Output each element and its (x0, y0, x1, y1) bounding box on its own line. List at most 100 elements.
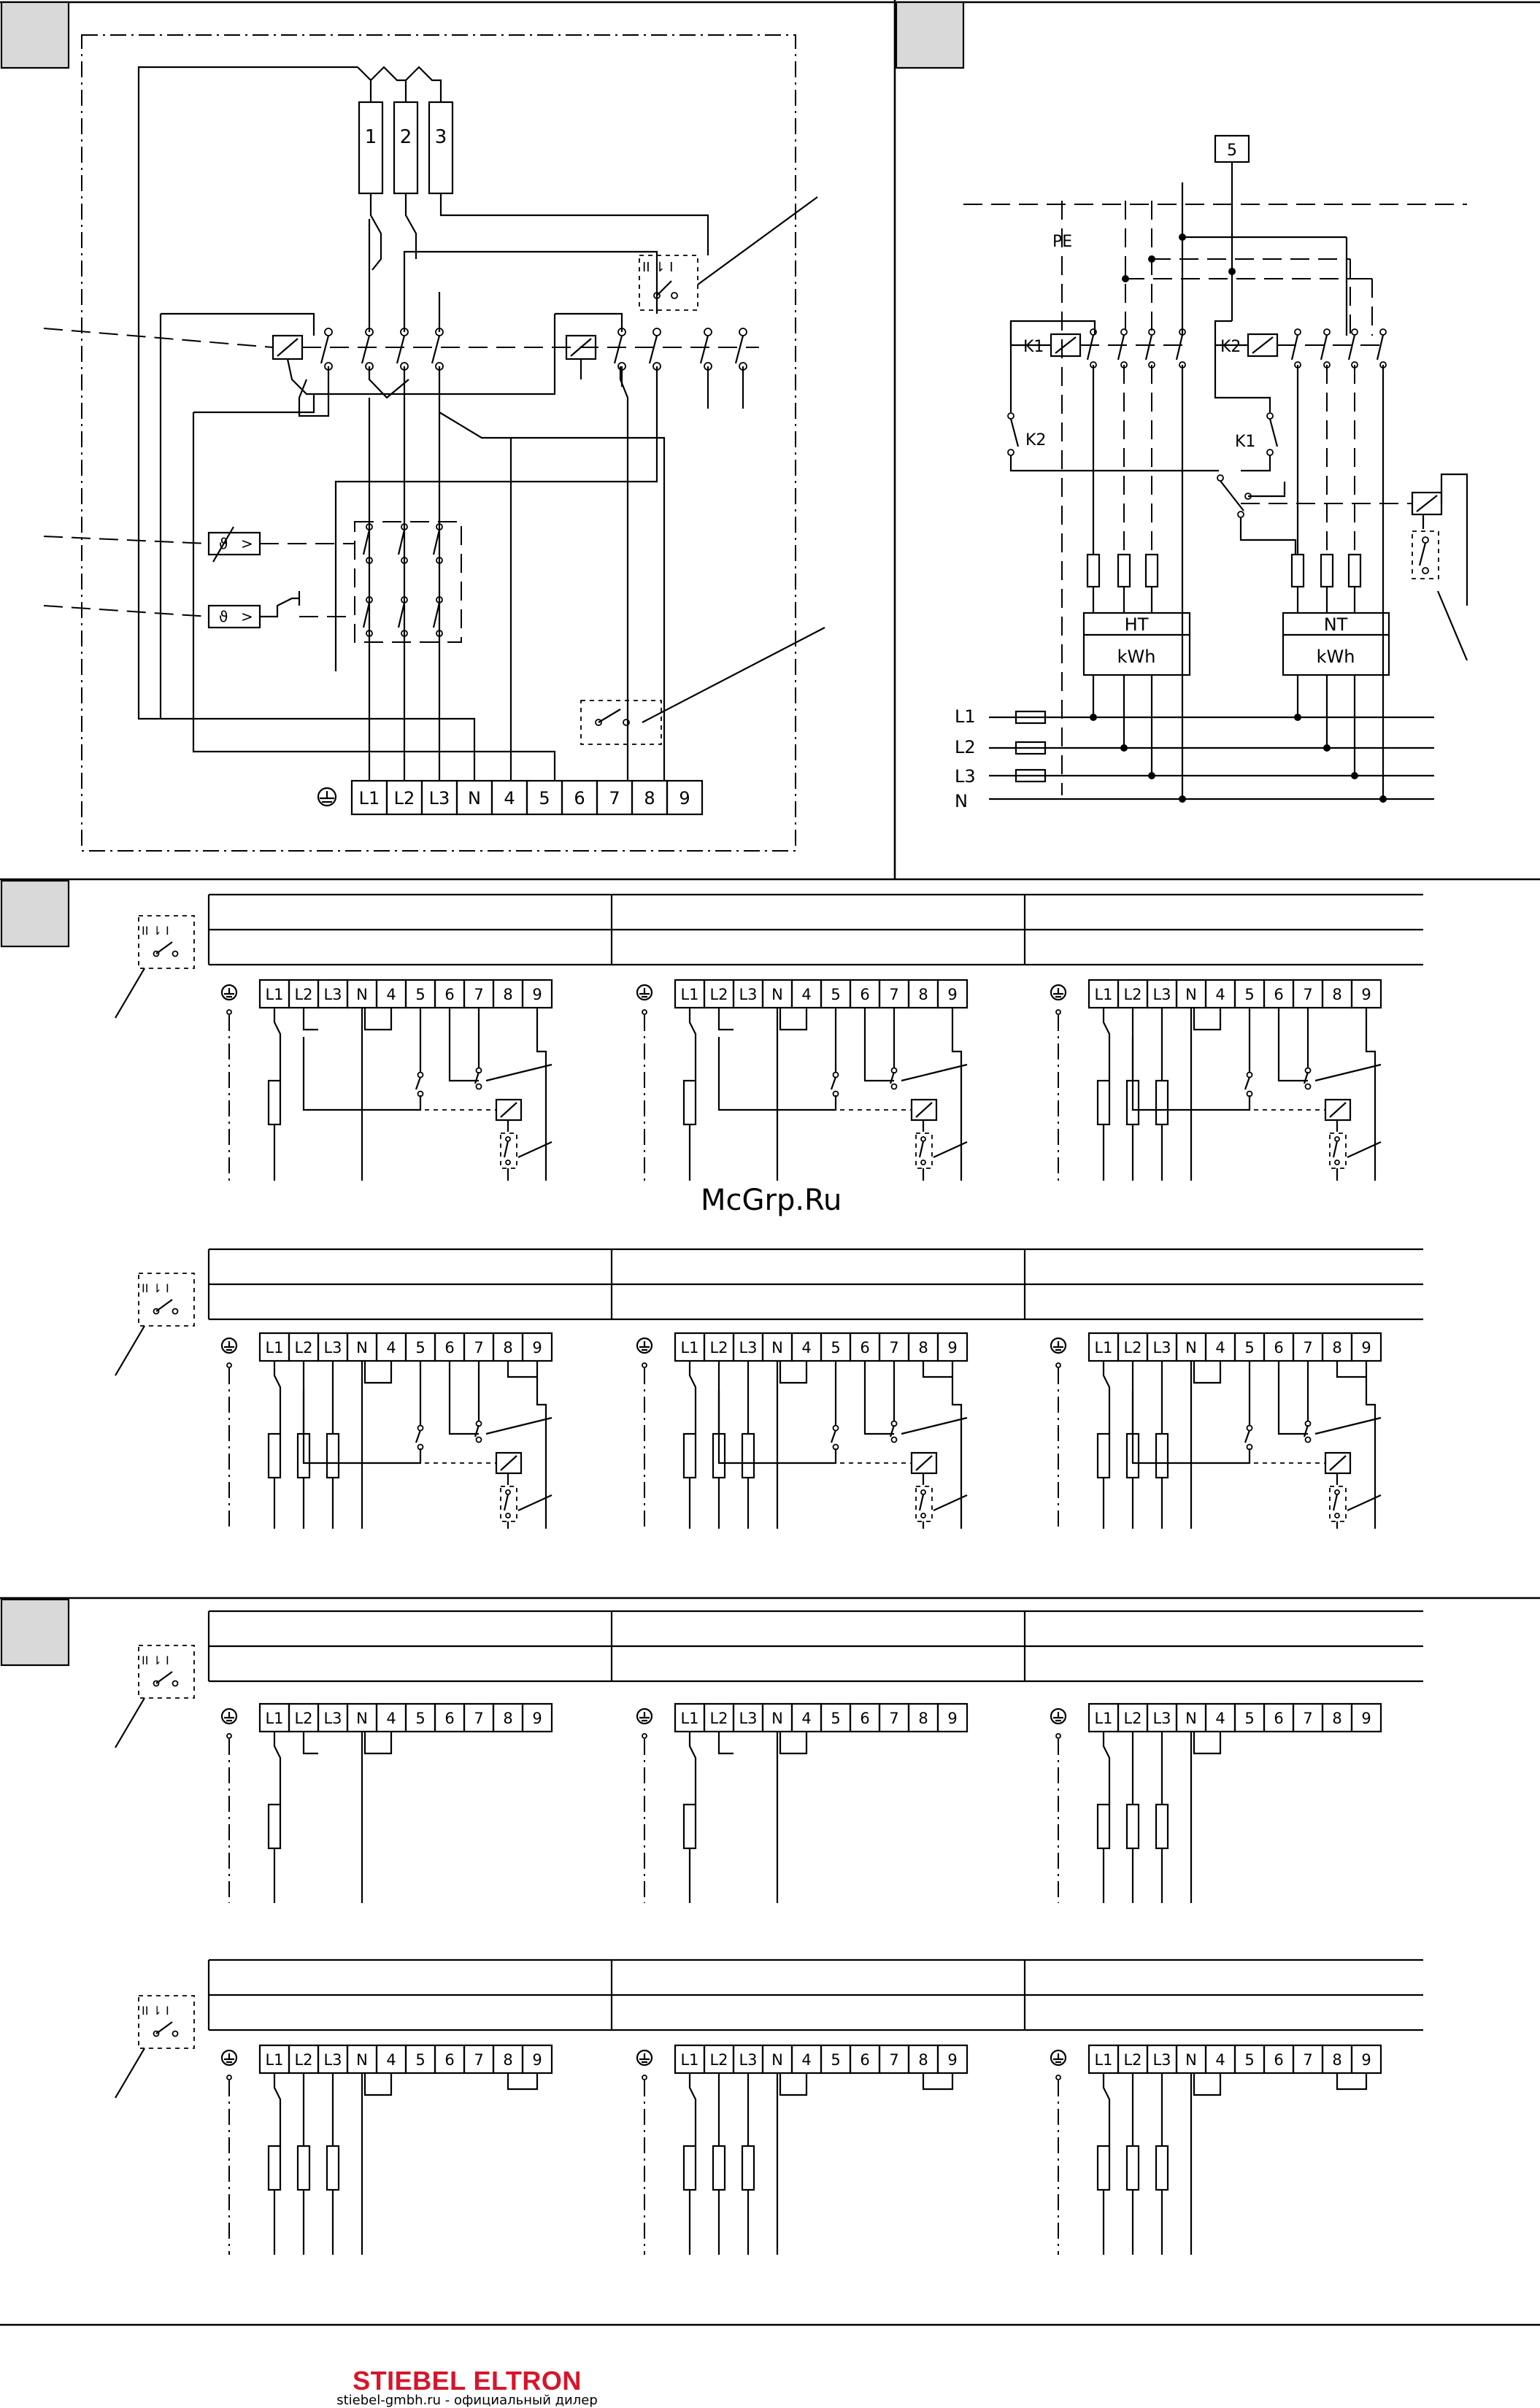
panel-frames (0, 0, 1540, 2326)
meter-fuses (1086, 553, 1362, 588)
terminal-label: L1 (680, 1710, 698, 1727)
corner-marker-a (0, 1, 70, 69)
terminal-label: 6 (1274, 1339, 1283, 1357)
ground-terminal-icon (1050, 1707, 1067, 1725)
ground-terminal-icon (317, 787, 337, 807)
terminal-label: 7 (1303, 1710, 1312, 1727)
terminal-label: L3 (323, 986, 342, 1003)
terminal-label: 5 (831, 1339, 840, 1357)
supply-line-label: N (955, 791, 968, 811)
terminal-label: L2 (1123, 1339, 1141, 1357)
terminal-label: 8 (503, 986, 512, 1003)
ground-terminal-icon (636, 1337, 653, 1354)
corner-marker-b (895, 1, 965, 69)
terminal-label: 6 (444, 1710, 454, 1727)
ground-terminal-icon (636, 2049, 653, 2067)
k1-label: K1 (1023, 338, 1044, 356)
terminal-label: N (468, 788, 481, 809)
terminal-label: 7 (474, 1710, 483, 1727)
contactor-contacts-b (613, 328, 747, 371)
terminal-cell (521, 1702, 553, 1733)
terminal-label: 6 (860, 2051, 869, 2069)
corner-marker-d (0, 1598, 70, 1667)
terminal-label: L3 (739, 2051, 757, 2069)
terminal-label: L2 (709, 986, 728, 1003)
terminal-label: 5 (1244, 986, 1254, 1003)
terminal-label: L1 (1094, 1339, 1112, 1357)
terminal-label: 5 (539, 788, 550, 809)
terminal-label: L1 (680, 1339, 698, 1357)
terminal-label: 6 (444, 986, 454, 1003)
terminal-label: L1 (1094, 2051, 1112, 2069)
thermostat-contacts-box (354, 521, 462, 643)
selector-switch: II ⇂ I (115, 1645, 195, 1748)
heating-element-label: 2 (400, 126, 412, 148)
brand-subtitle: stiebel-gmbh.ru - официальный дилер (314, 2394, 620, 2407)
terminal-label: L3 (429, 788, 450, 809)
housing-outline (81, 34, 796, 852)
terminal-5-label: 5 (1227, 142, 1237, 160)
terminal-label: L1 (265, 1339, 283, 1357)
meter-nt-label: NT (1324, 614, 1348, 635)
ground-terminal-icon (220, 1707, 238, 1725)
terminal-label: 5 (831, 986, 840, 1003)
supply-line-label: L2 (955, 737, 976, 757)
terminal-label: L1 (265, 1710, 283, 1727)
meter-ht-label: HT (1125, 614, 1149, 635)
temperature-regulator: ϑ > (207, 526, 261, 563)
terminal-label: N (356, 1710, 368, 1727)
terminal-label: L1 (265, 2051, 283, 2069)
terminal-cell (1350, 1702, 1382, 1733)
terminal-label: 4 (1215, 2051, 1225, 2069)
changeover-contact (1217, 474, 1252, 518)
terminal-label: L3 (1152, 1710, 1171, 1727)
terminal-label: 6 (1274, 2051, 1283, 2069)
terminal-label: L2 (394, 788, 415, 809)
terminal-label: 9 (679, 788, 690, 809)
terminal-label: 5 (831, 1710, 840, 1727)
terminal-label: 8 (644, 788, 655, 809)
terminal-label: L3 (1152, 986, 1171, 1003)
terminal-label: 9 (947, 986, 957, 1003)
terminal-label: 8 (1332, 986, 1341, 1003)
terminal-label: L1 (680, 986, 698, 1003)
k2-contact-label: K2 (1025, 431, 1046, 449)
contactor-contacts-a (320, 328, 444, 371)
terminal-label: 4 (801, 986, 811, 1003)
terminal-label: L2 (709, 1339, 728, 1357)
terminal-label: 4 (1215, 986, 1225, 1003)
ground-terminal-icon (636, 1707, 653, 1725)
terminal-label: L3 (1152, 1339, 1171, 1357)
terminal-label: L3 (739, 1339, 757, 1357)
selector-switch-label: II ⇂ I (642, 260, 673, 275)
terminal-label: L3 (1152, 2051, 1171, 2069)
terminal-label: 9 (1361, 2051, 1371, 2069)
terminal-label: 5 (415, 1339, 425, 1357)
terminal-label: L3 (323, 2051, 342, 2069)
terminal-label: L2 (294, 1710, 312, 1727)
terminal-label: 5 (415, 986, 425, 1003)
corner-marker-c (0, 879, 70, 948)
terminal-label: 4 (801, 2051, 811, 2069)
heating-element-label: 3 (435, 126, 447, 148)
terminal-label: 6 (1274, 1710, 1283, 1727)
brand-url: stiebel-gmbh.ru (336, 2393, 442, 2408)
selector-switch: II ⇂ I (115, 1995, 195, 2099)
terminal-label: 8 (1332, 1339, 1341, 1357)
watermark: McGrp.Ru (701, 1184, 842, 1217)
terminal-label: 7 (474, 1339, 483, 1357)
diagram-b: PE 5 K1 K2 (955, 134, 1468, 811)
brand-logo: STIEBEL ELTRON (353, 2366, 582, 2396)
terminal-label: L3 (739, 1710, 757, 1727)
terminal-label: L1 (359, 788, 380, 809)
greater-than-symbol: > (241, 608, 253, 625)
selector-switch-label: II ⇂ I (142, 1653, 169, 1667)
terminal-label: N (1185, 986, 1197, 1003)
terminal-label: L2 (709, 1710, 728, 1727)
